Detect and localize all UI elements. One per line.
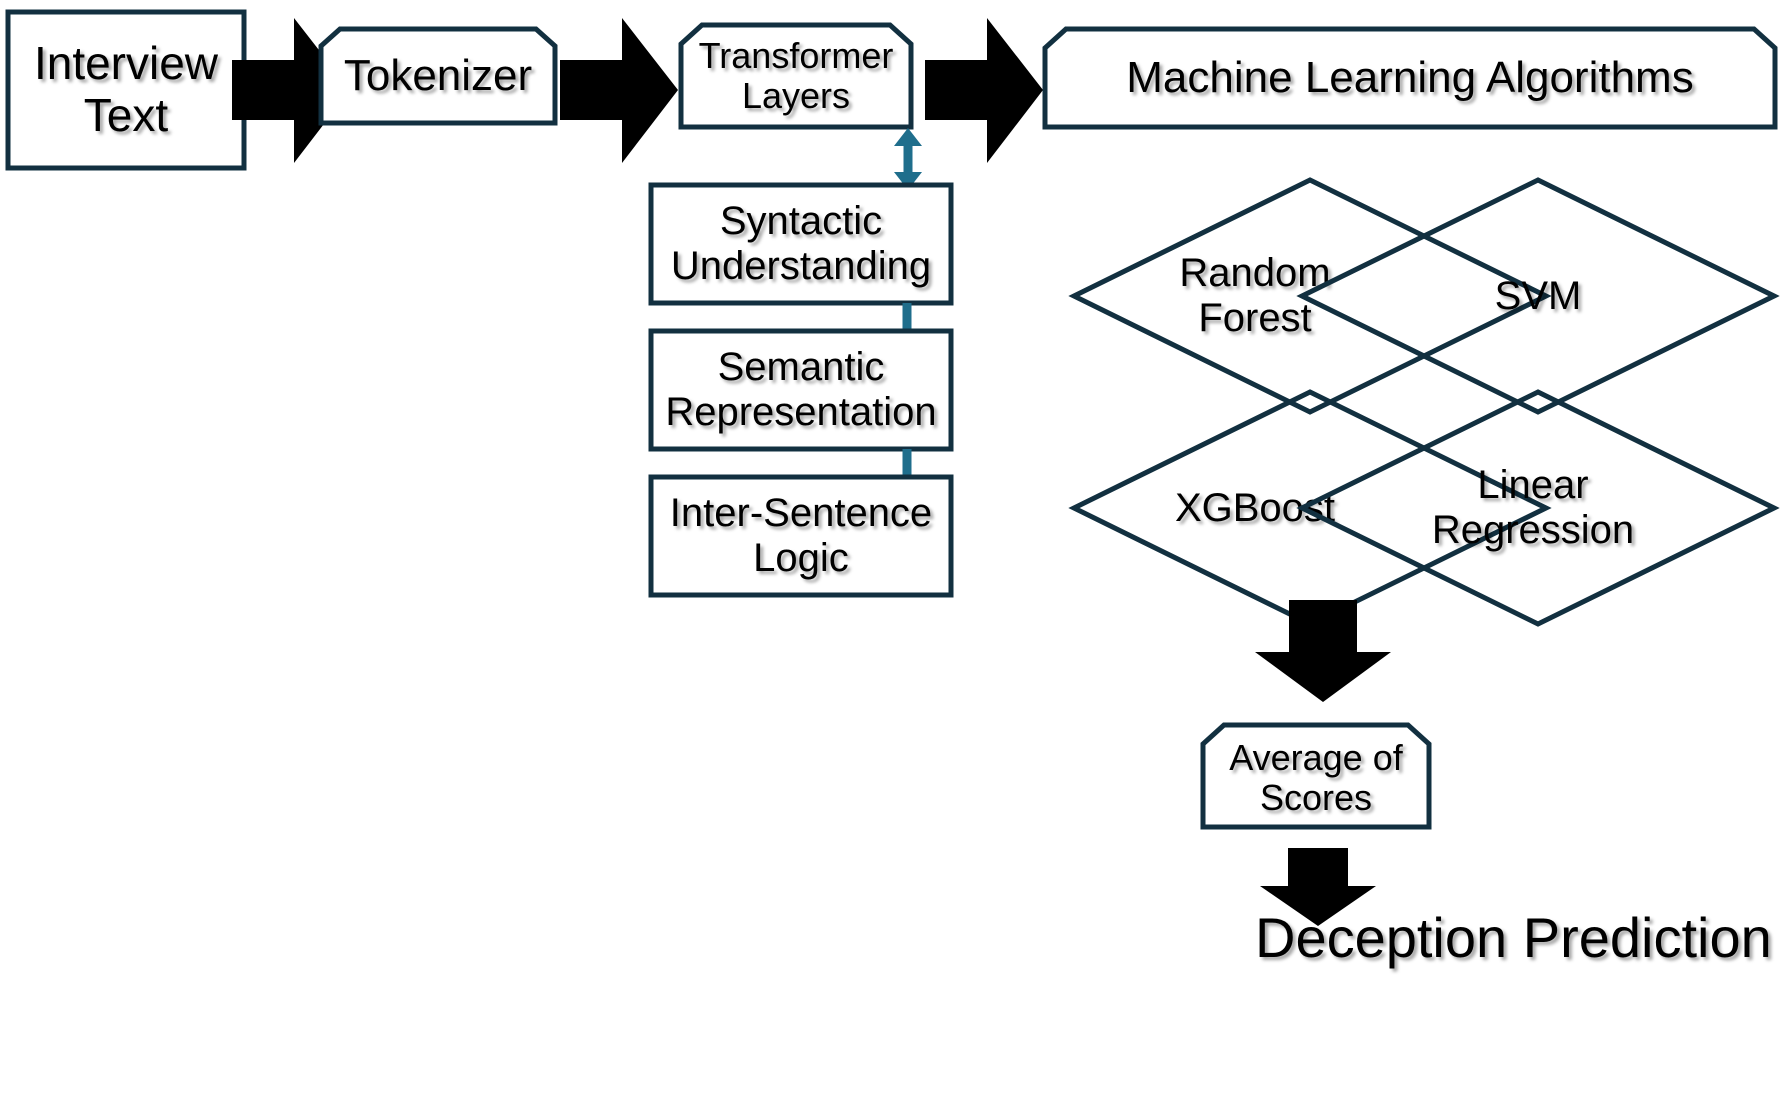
arrow-down-icon-1 (1255, 600, 1391, 702)
node-ml-algorithms (1042, 26, 1778, 130)
node-svm (1296, 177, 1780, 415)
node-average-of-scores (1200, 722, 1432, 830)
arrow-right-icon-2 (560, 18, 678, 163)
node-interview-text (5, 9, 247, 171)
node-tokenizer (318, 26, 558, 126)
connector-semantic-to-intersentence (902, 449, 912, 477)
connector-syntactic-to-semantic (902, 303, 912, 331)
arrow-down-icon-2 (1260, 848, 1376, 926)
node-syntactic-understanding (648, 182, 954, 306)
node-semantic-representation (648, 328, 954, 452)
node-transformer-layers (678, 22, 914, 130)
node-deception-prediction: Deception Prediction (1255, 906, 1772, 969)
arrow-right-icon-3 (925, 18, 1043, 163)
bidirectional-arrow-icon (894, 128, 922, 190)
node-linear-regression (1296, 389, 1780, 627)
node-random-forest (1068, 177, 1552, 415)
node-inter-sentence-logic (648, 474, 954, 598)
